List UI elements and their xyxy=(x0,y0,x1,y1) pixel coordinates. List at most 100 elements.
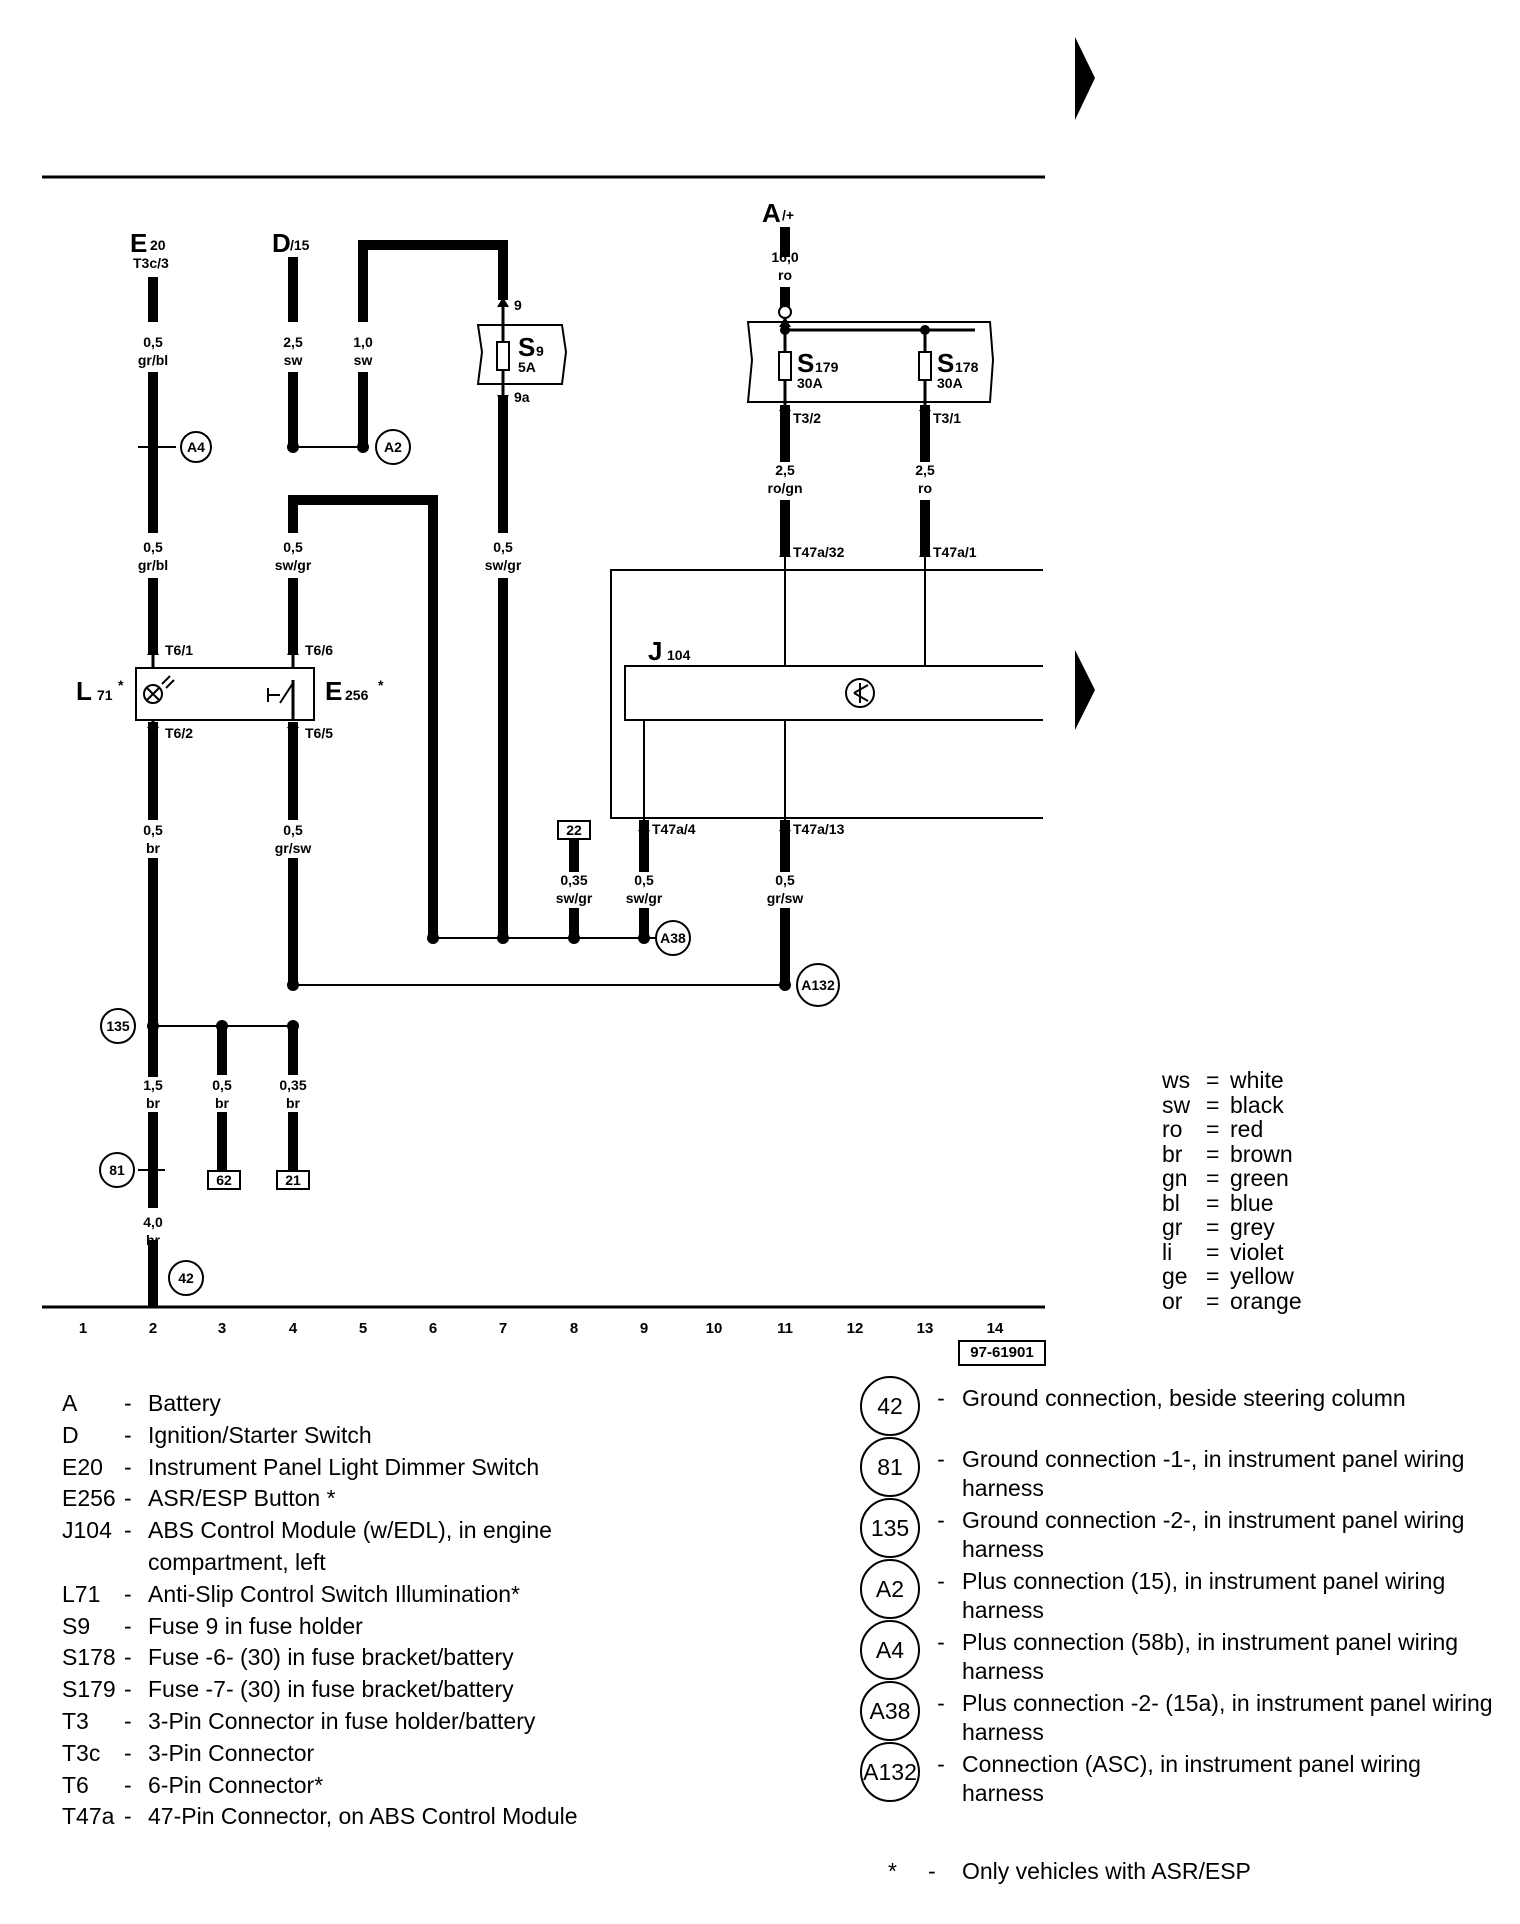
ground-135: 135 xyxy=(100,1008,136,1044)
fuse-s179-body xyxy=(778,351,792,381)
ref-box-62: 62 xyxy=(207,1170,241,1190)
fuse-s9-body xyxy=(496,341,510,371)
svg-text:br: br xyxy=(215,1095,230,1111)
wire-col4-top xyxy=(288,495,438,938)
legend-row: S178-Fuse -6- (30) in fuse bracket/batte… xyxy=(62,1644,514,1671)
a-terminal-ring xyxy=(778,305,792,319)
svg-text:5: 5 xyxy=(359,1320,367,1337)
label-l71: L 71 * xyxy=(76,676,124,706)
label-a-battery: A /+ 16,0 ro xyxy=(762,198,799,283)
connection-circle: 81 xyxy=(860,1437,920,1497)
connection-circle: A38 xyxy=(860,1681,920,1741)
svg-text:3: 3 xyxy=(218,1320,226,1337)
svg-text:8: 8 xyxy=(570,1320,578,1337)
wire-col5 xyxy=(358,240,508,322)
svg-text:S: S xyxy=(797,348,814,378)
svg-text:4,0: 4,0 xyxy=(143,1214,163,1230)
color-code-row: ro=red xyxy=(1162,1116,1264,1142)
svg-text:D: D xyxy=(272,228,291,258)
connection-circle: A132 xyxy=(860,1742,920,1802)
legend-row: S179-Fuse -7- (30) in fuse bracket/batte… xyxy=(62,1676,514,1703)
svg-text:sw: sw xyxy=(354,352,373,368)
svg-text:5A: 5A xyxy=(518,359,536,375)
color-code-row: or=orange xyxy=(1162,1287,1302,1314)
fuse-bus-node xyxy=(780,325,790,335)
wire-labels: 0,5 gr/bl 2,5 sw 1,0 sw 0,5 gr/bl 0,5 sw… xyxy=(130,332,935,1248)
connection-a38: A38 xyxy=(655,920,691,956)
svg-text:T47a/32: T47a/32 xyxy=(793,544,845,560)
legend-row: T3c-3-Pin Connector xyxy=(62,1739,315,1766)
svg-text:179: 179 xyxy=(815,359,839,375)
legend-row: A38-Plus connection -2- (15a), in instru… xyxy=(860,1681,1502,1750)
footnote-mark: * xyxy=(888,1858,897,1884)
label-e20: E 20 T3c/3 xyxy=(130,228,169,271)
svg-text:T3/1: T3/1 xyxy=(933,410,961,426)
legend-row: A4-Plus connection (58b), in instrument … xyxy=(860,1620,1502,1689)
svg-text:/+: /+ xyxy=(782,207,794,223)
svg-text:16,0: 16,0 xyxy=(771,249,798,265)
ground-42: 42 xyxy=(168,1260,204,1296)
svg-text:0,5: 0,5 xyxy=(143,334,163,350)
svg-text:sw/gr: sw/gr xyxy=(626,890,663,906)
j104-inner xyxy=(624,665,1046,721)
svg-text:1,5: 1,5 xyxy=(143,1077,163,1093)
color-code-row: li=violet xyxy=(1162,1238,1284,1265)
svg-text:2,5: 2,5 xyxy=(915,462,935,478)
svg-text:2,5: 2,5 xyxy=(775,462,795,478)
fuse-holder-s9 xyxy=(476,324,568,385)
push-switch-icon xyxy=(267,680,295,720)
legend-row: L71-Anti-Slip Control Switch Illuminatio… xyxy=(62,1580,520,1607)
color-code-row: gr=grey xyxy=(1162,1214,1275,1240)
svg-text:13: 13 xyxy=(917,1320,934,1337)
svg-text:L: L xyxy=(76,676,92,706)
svg-text:0,5: 0,5 xyxy=(143,822,163,838)
legend-row: 135-Ground connection -2-, in instrument… xyxy=(860,1498,1502,1567)
legend-row: T3-3-Pin Connector in fuse holder/batter… xyxy=(62,1707,536,1734)
svg-text:T3/2: T3/2 xyxy=(793,410,821,426)
footnote: * - Only vehicles with ASR/ESP xyxy=(888,1858,1251,1884)
color-code-row: br=brown xyxy=(1162,1140,1293,1167)
legend-row: 42-Ground connection, beside steering co… xyxy=(860,1376,1502,1445)
svg-text:br: br xyxy=(146,1232,161,1248)
svg-text:br: br xyxy=(146,1095,161,1111)
svg-text:1: 1 xyxy=(79,1320,87,1337)
legend-row: A-Battery xyxy=(62,1390,221,1416)
svg-text:sw: sw xyxy=(284,352,303,368)
svg-text:S: S xyxy=(937,348,954,378)
svg-text:T6/6: T6/6 xyxy=(305,642,333,658)
svg-text:0,5: 0,5 xyxy=(283,539,303,555)
svg-text:14: 14 xyxy=(987,1320,1004,1337)
svg-text:A132: A132 xyxy=(801,977,835,993)
svg-text:9: 9 xyxy=(514,297,522,313)
svg-text:*: * xyxy=(118,677,124,693)
label-s9: 9 S 9 5A 9a xyxy=(514,297,544,405)
color-code-legend: ws=white sw=black ro=red br=brown gn=gre… xyxy=(1162,1068,1302,1313)
continuation-arrow-mid xyxy=(1075,650,1095,730)
svg-text:256: 256 xyxy=(345,687,369,703)
label-s179: S 179 30A T3/2 xyxy=(793,348,839,426)
svg-text:A: A xyxy=(762,198,781,228)
svg-text:9: 9 xyxy=(640,1320,648,1337)
svg-text:0,5: 0,5 xyxy=(212,1077,232,1093)
svg-text:*: * xyxy=(378,677,384,693)
svg-text:20: 20 xyxy=(150,237,166,253)
svg-text:ro: ro xyxy=(778,267,792,283)
svg-text:135: 135 xyxy=(106,1018,130,1034)
svg-text:gr/sw: gr/sw xyxy=(275,840,312,856)
svg-text:1,0: 1,0 xyxy=(353,334,373,350)
legend-row: T47a-47-Pin Connector, on ABS Control Mo… xyxy=(62,1803,578,1830)
ground-81: 81 xyxy=(99,1152,135,1188)
svg-text:T6/2: T6/2 xyxy=(165,725,193,741)
svg-text:10: 10 xyxy=(706,1320,723,1337)
svg-text:T6/1: T6/1 xyxy=(165,642,193,658)
svg-text:ro: ro xyxy=(918,480,932,496)
label-s178: S 178 30A T3/1 xyxy=(933,348,979,426)
junction-dots xyxy=(147,441,791,1032)
svg-text:T6/5: T6/5 xyxy=(305,725,333,741)
color-code-row: bl=blue xyxy=(1162,1189,1274,1216)
bulb-icon xyxy=(143,675,175,704)
label-e256: E 256 * xyxy=(325,676,384,706)
svg-text:81: 81 xyxy=(109,1162,125,1178)
pin-labels: T6/1 T6/6 T6/2 T6/5 T47a/32 T47a/1 T47a/… xyxy=(165,544,977,837)
color-code-row: ge=yellow xyxy=(1162,1263,1294,1289)
